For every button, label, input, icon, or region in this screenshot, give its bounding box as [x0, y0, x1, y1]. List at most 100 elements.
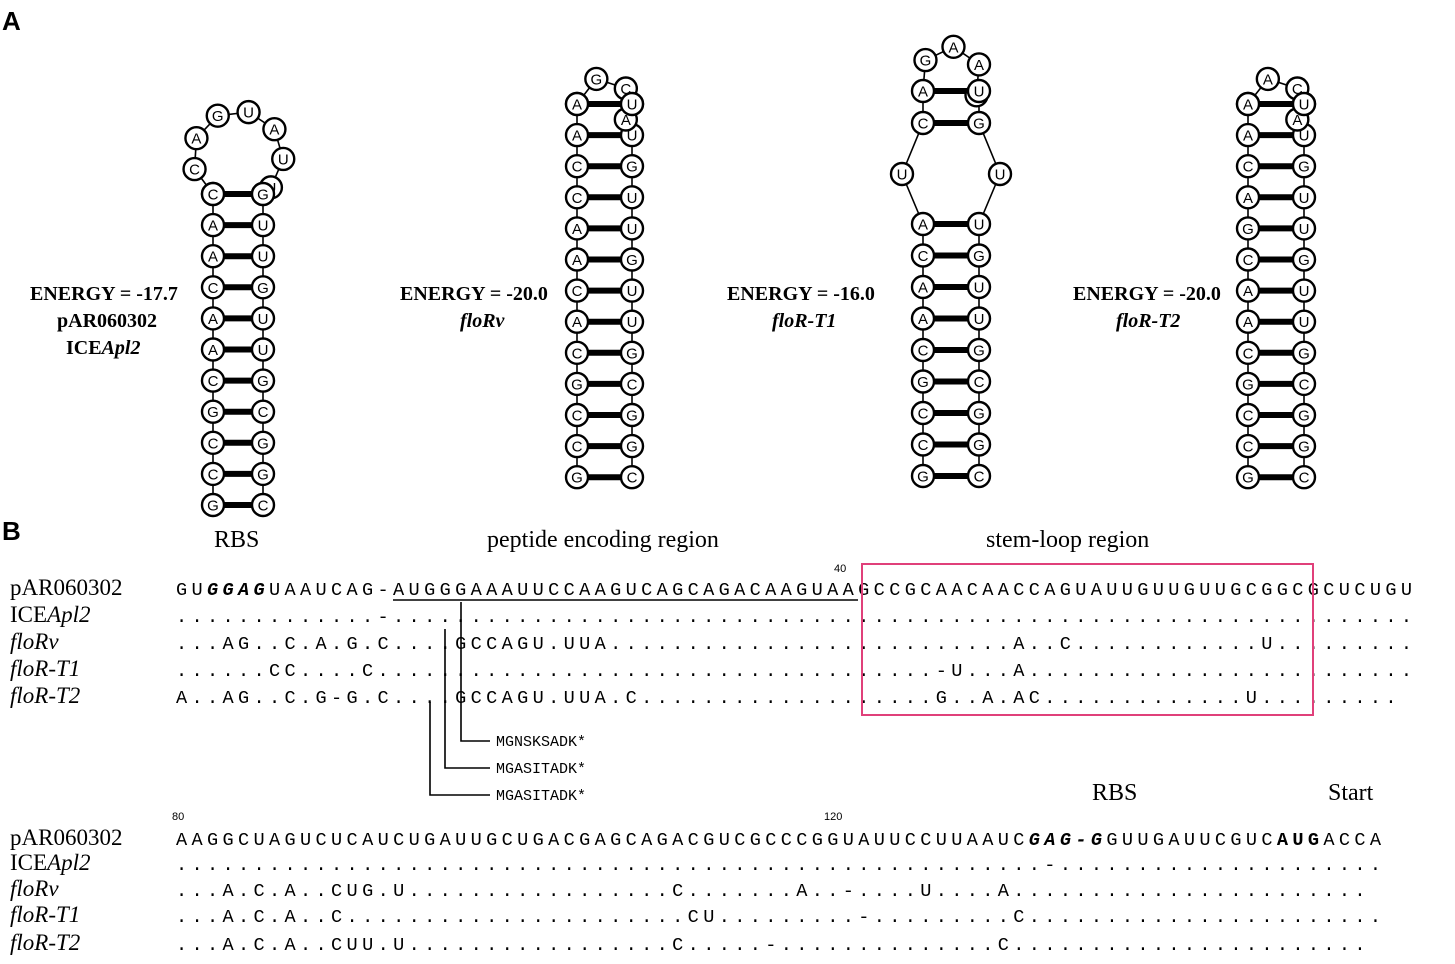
nucleotide-letter: U: [278, 151, 289, 168]
hairpin-1-stem-right-nt: U: [619, 216, 645, 241]
nucleotide-letter: G: [973, 406, 985, 423]
peptide-1: MGNSKSADK*: [496, 734, 586, 751]
seq-name-floR-T1: floR-T1: [10, 656, 80, 681]
hairpin-3-stem-right-nt: G: [1291, 247, 1317, 272]
hairpin-3-stem-right-nt: C: [1291, 465, 1317, 490]
nucleotide-letter: U: [243, 105, 254, 122]
energy-label-floRv: ENERGY = -20.0: [400, 283, 548, 305]
seq-run: ACCA: [1323, 830, 1382, 851]
hairpin-3-stem-left-nt: C: [1235, 433, 1261, 459]
position-tick-80: 80: [172, 811, 184, 823]
seq-name-ice: ICEApl2: [10, 602, 91, 627]
region-label-stem-loop: stem-loop region: [986, 527, 1149, 553]
hairpin-3-stem-right-nt: U: [1291, 309, 1317, 334]
hairpin-0-stem-left-nt: A: [200, 212, 226, 238]
nucleotide-letter: U: [627, 190, 638, 207]
hairpin-2-loop-nt: A: [966, 52, 992, 77]
nucleotide-circle: [619, 91, 645, 117]
nucleotide-circle: [910, 463, 936, 489]
nucleotide-circle: [966, 243, 992, 268]
gene-name-floR-T1: floR-T1: [772, 310, 836, 332]
seq-name-ice-italic: Apl2: [45, 602, 90, 627]
hairpin-0-stem-left-nt: C: [200, 275, 226, 300]
nucleotide-letter: U: [258, 218, 269, 235]
hairpin-3-stem-left-nt: A: [1235, 91, 1261, 117]
nucleotide-letter: C: [974, 374, 985, 391]
region-label-start: Start: [1328, 780, 1374, 806]
hairpin-2-upper-right-nt: U: [966, 78, 992, 104]
region-label-rbs: RBS: [214, 527, 259, 553]
hairpin-2-interior-nt: U: [987, 161, 1013, 187]
nucleotide-letter: C: [572, 283, 583, 300]
hairpin-1-stem-left-nt: C: [564, 278, 590, 303]
nucleotide-letter: A: [1243, 314, 1253, 331]
nucleotide-letter: G: [973, 116, 985, 133]
nucleotide-letter: U: [1299, 314, 1310, 331]
hairpin-1-stem-left-nt: A: [564, 309, 590, 334]
hairpin-0-stem-right-nt: G: [250, 275, 276, 300]
hairpin-0-stem-left-nt: C: [200, 368, 226, 393]
nucleotide-circle: [910, 211, 936, 237]
nucleotide-letter: C: [258, 404, 269, 421]
nucleotide-circle: [941, 34, 966, 59]
hairpin-1-stem-left-nt: A: [564, 216, 590, 241]
hairpin-2-stem-right-nt: G: [966, 337, 992, 363]
alignment1-names: pAR060302 ICEApl2 floRv floR-T1 floR-T2: [10, 575, 122, 708]
nucleotide-letter: A: [572, 97, 582, 114]
seq2-name-floR-T1: floR-T1: [10, 902, 80, 927]
nucleotide-letter: C: [627, 470, 638, 487]
hairpin-2-stem-left-nt: A: [910, 274, 936, 300]
nucleotide-letter: U: [1299, 283, 1310, 300]
nucleotide-letter: C: [572, 439, 583, 456]
alignment-row-seq: ...A.C.A..CUU.U.................C.....-.…: [176, 935, 1366, 956]
nucleotide-letter: C: [918, 248, 929, 265]
hairpin-0-stem-left-nt: A: [200, 306, 226, 331]
nucleotide-letter: G: [626, 252, 638, 269]
hairpin-2-stem-right-nt: G: [966, 432, 992, 457]
hairpin-1-stem-right-nt: U: [619, 278, 645, 303]
energy-label-floR-T1: ENERGY = -16.0: [727, 283, 875, 305]
nucleotide-circle: [262, 117, 287, 142]
hairpin-0-stem-right-nt: C: [250, 399, 276, 424]
nucleotide-letter: C: [918, 437, 929, 454]
hairpin-2-stem-left-nt: G: [910, 463, 936, 489]
nucleotide-letter: C: [572, 190, 583, 207]
seq-name-ice-part: ICE: [10, 602, 47, 627]
nucleotide-circle: [910, 400, 936, 426]
alignment-row-seq: AAGGCUAGUCUCAUCUGAUUGCUGACGAGCAGACGUCGCC…: [176, 830, 1382, 851]
nucleotide-circle: [910, 306, 936, 331]
hairpin-2-upper-right-nt: G: [966, 110, 992, 136]
nucleotide-letter: A: [208, 218, 218, 235]
alignment-row-seq: ...A.C.A..C......................CU.....…: [176, 907, 1381, 928]
nucleotide-circle: [910, 274, 936, 300]
hairpin-2-upper-left-nt: A: [910, 78, 936, 104]
nucleotide-letter: G: [917, 469, 929, 486]
nucleotide-letter: C: [189, 162, 200, 179]
nucleotide-circle: [987, 161, 1013, 187]
nucleotide-letter: G: [257, 373, 269, 390]
hairpin-1-stem-left-nt: C: [564, 153, 590, 179]
seq2-name-ice-italic: Apl2: [45, 850, 90, 875]
hairpin-2-stem-left-nt: A: [910, 306, 936, 331]
seq-name-floR-T2: floR-T2: [10, 683, 80, 708]
nucleotide-letter: A: [1292, 112, 1302, 129]
hairpin-1-stem-left-nt: G: [564, 465, 590, 490]
nucleotide-letter: G: [1298, 252, 1310, 269]
nucleotide-letter: C: [1299, 470, 1310, 487]
nucleotide-letter: G: [920, 53, 932, 70]
nucleotide-circle: [584, 66, 609, 92]
nucleotide-letter: A: [948, 39, 958, 56]
hairpin-0-stem-right-nt: U: [250, 306, 276, 331]
alignment-row-seq: ........................................…: [176, 855, 1381, 876]
hairpin-1-stem-right-nt: G: [619, 153, 645, 179]
nucleotide-letter: G: [626, 159, 638, 176]
hairpin-1-stem-right-nt: C: [619, 465, 645, 490]
nucleotide-circle: [913, 47, 938, 73]
nucleotide-circle: [910, 110, 936, 136]
nucleotide-circle: [966, 369, 992, 394]
hairpin-3-stem-left-nt: A: [1235, 278, 1261, 303]
nucleotide-letter: U: [1299, 128, 1310, 145]
nucleotide-letter: U: [627, 97, 638, 114]
hairpin-0-loop-nt: U: [236, 99, 261, 125]
